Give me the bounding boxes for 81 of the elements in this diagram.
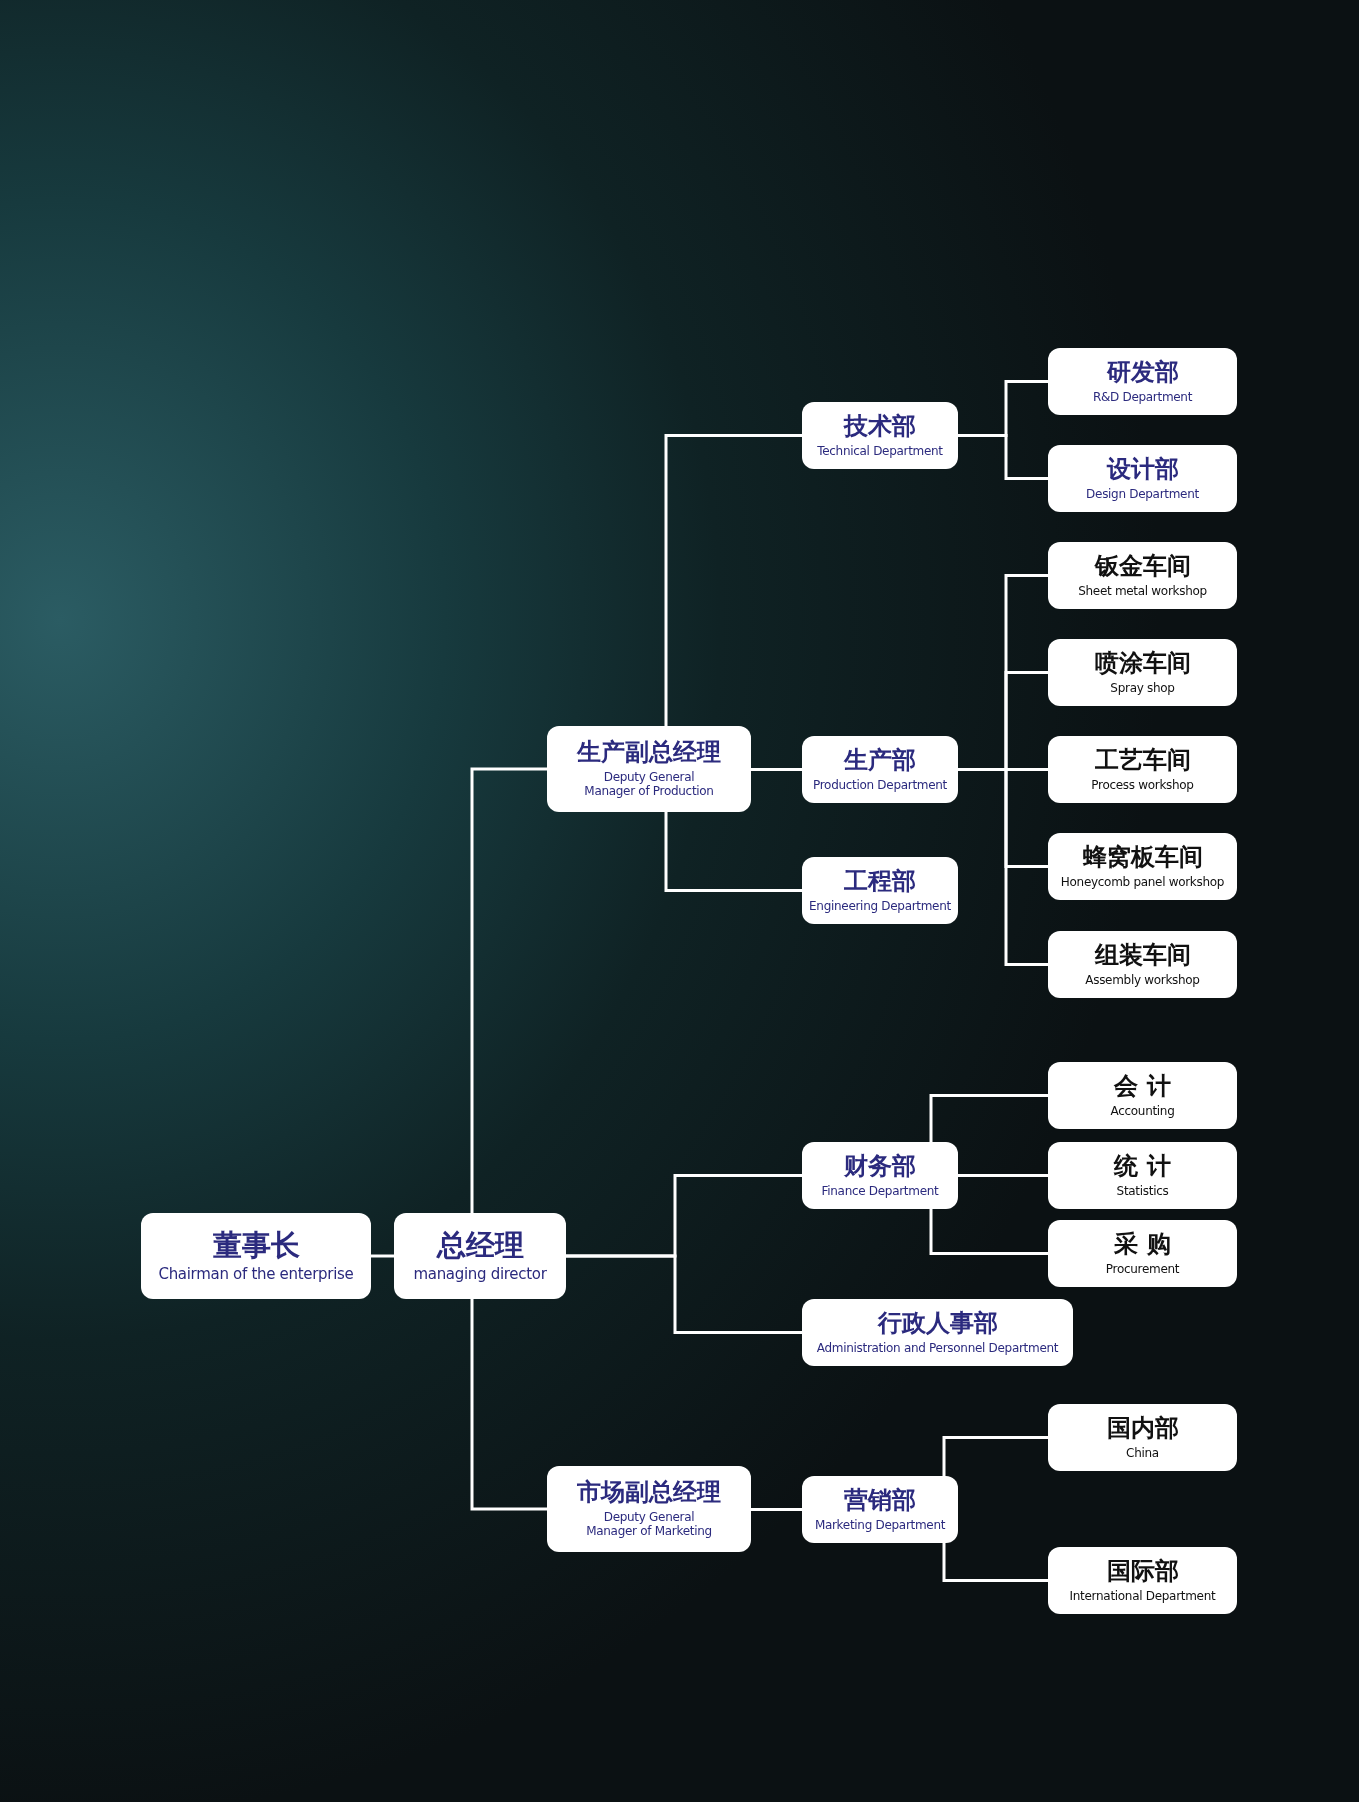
box-title: 财务部 [844,1153,916,1181]
box-title: 行政人事部 [877,1310,998,1338]
box-subtitle: China [1126,1445,1159,1460]
org-box [1048,348,1237,415]
connector-line [751,1508,802,1511]
box-title: 工程部 [844,868,916,896]
org-box [547,1466,751,1552]
box-subtitle: Honeycomb panel workshop [1060,874,1225,889]
org-box [802,1299,1073,1366]
org-box [802,1476,958,1543]
connector-line [929,1209,1048,1255]
box-title: 组装车间 [1094,942,1191,970]
org-box [1048,1142,1237,1209]
org-box [1048,833,1237,900]
box-title: 钣金车间 [1094,553,1191,581]
box-subtitle: Process workshop [1091,777,1194,792]
box-subtitle: managing director [413,1265,547,1284]
connector-line [751,768,802,771]
org-box [802,857,958,924]
org-box [1048,1062,1237,1129]
org-box [802,1142,958,1209]
box-title: 生产部 [844,747,916,775]
box-subtitle: Deputy General Manager of Production [583,769,715,799]
org-box [547,726,751,812]
connector-line [958,1174,1048,1177]
box-subtitle: Administration and Personnel Department [816,1340,1059,1355]
box-title: 总经理 [436,1228,524,1263]
org-box [1048,1404,1237,1471]
box-title: 营销部 [844,1487,916,1515]
org-box [1048,445,1237,512]
box-title: 技术部 [844,413,916,441]
box-subtitle: International Department [1069,1588,1216,1603]
box-title: 设计部 [1106,456,1179,484]
connector-line [470,767,547,1213]
box-subtitle: Deputy General Manager of Marketing [585,1509,713,1539]
connector-line [958,768,1048,966]
org-box [1048,931,1237,998]
box-subtitle: Finance Department [821,1183,939,1198]
org-box [1048,736,1237,803]
box-title: 研发部 [1106,359,1179,387]
org-box [802,736,958,803]
box-subtitle: Accounting [1110,1103,1175,1118]
box-title: 工艺车间 [1094,747,1191,775]
connector-line [566,1254,802,1334]
org-box [394,1213,566,1299]
connector-line [942,1543,1048,1582]
box-subtitle: Technical Department [817,443,943,458]
box-subtitle: Sheet metal workshop [1078,583,1207,598]
connector-line [371,1254,394,1258]
connector-line [942,1436,1048,1476]
box-subtitle: Spray shop [1110,680,1175,695]
org-box [1048,542,1237,609]
box-subtitle: Statistics [1116,1183,1169,1198]
box-title: 喷涂车间 [1094,650,1191,678]
box-title: 国际部 [1106,1558,1179,1586]
connector-line [929,1094,1048,1142]
connector-line [470,1299,547,1511]
box-subtitle: Engineering Department [809,898,951,913]
box-subtitle: Design Department [1086,486,1199,501]
box-subtitle: Assembly workshop [1085,972,1200,987]
org-box [1048,1220,1237,1287]
org-box [802,402,958,469]
box-subtitle: Marketing Department [814,1517,946,1532]
org-box [141,1213,371,1299]
box-title: 董事长 [212,1228,300,1263]
connector-line [958,434,1048,480]
box-title: 生产副总经理 [577,739,721,767]
box-subtitle: R&D Department [1092,389,1193,404]
org-box [1048,639,1237,706]
connector-line [664,812,802,892]
connector-line [664,434,802,726]
org-box [1048,1547,1237,1614]
box-title: 蜂窝板车间 [1082,844,1203,872]
box-subtitle: Chairman of the enterprise [158,1265,354,1284]
box-subtitle: Procurement [1105,1261,1180,1276]
box-title: 会 计 [1114,1073,1171,1101]
box-title: 市场副总经理 [577,1479,721,1507]
box-subtitle: Production Department [813,777,947,792]
box-title: 采 购 [1114,1231,1171,1259]
box-title: 国内部 [1106,1415,1179,1443]
box-title: 统 计 [1114,1153,1171,1181]
